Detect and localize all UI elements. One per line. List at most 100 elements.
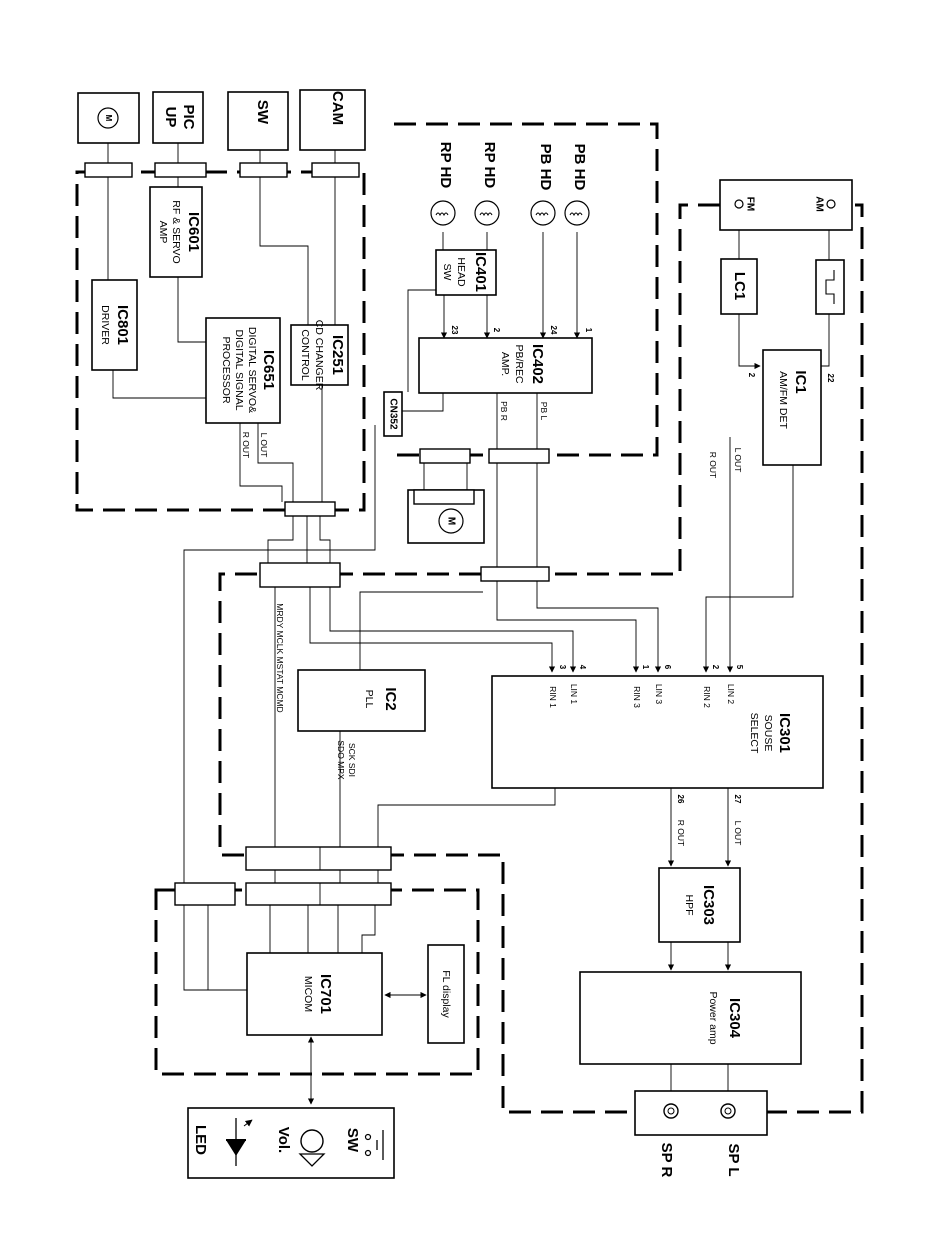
sp-r-label: SP R — [658, 1143, 675, 1178]
ic601-label: IC601 — [185, 212, 202, 252]
ic303-desc: HPF — [683, 895, 695, 916]
pin-1a: 1 — [584, 328, 593, 333]
cam-block: CAM — [299, 89, 366, 151]
motor-label: M — [104, 115, 113, 122]
led-icon — [226, 1118, 253, 1166]
ic801-block: IC801 DRIVER — [91, 279, 138, 371]
ic251-block: IC251 CD CHANGER CONTROL — [290, 320, 349, 391]
pb-hd-label-1: PB HD — [537, 144, 554, 191]
lc1-label: LC1 — [731, 272, 748, 300]
pin-3: 3 — [558, 665, 567, 670]
ic402-desc-1: PB/REC — [513, 344, 525, 384]
filter-icon — [825, 270, 835, 304]
ic801-desc: DRIVER — [99, 305, 111, 345]
pin-5: 5 — [735, 665, 744, 670]
ic651-desc-2: DIGITAL SIGNAL — [233, 329, 245, 410]
ic1-block: IC1 AM/FM DET — [762, 349, 822, 466]
ic651-r-out-label: R OUT — [241, 432, 251, 458]
ic401-desc-2: SW — [441, 264, 453, 281]
pin-2c: 2 — [711, 665, 720, 670]
pin-4: 4 — [578, 665, 587, 670]
ic402-label: IC402 — [529, 344, 546, 384]
ic301-r-out-label: R OUT — [676, 820, 686, 846]
lin1-label: LIN 1 — [569, 684, 579, 705]
motor-m-top: M — [77, 92, 140, 144]
ic251-desc-2: CONTROL — [299, 329, 311, 380]
rp-hd-label-2: RP HD — [481, 142, 498, 189]
pb-l-label: PB L — [539, 402, 549, 421]
lc1-block: LC1 — [720, 258, 758, 315]
wiring — [107, 143, 830, 1105]
ic2-label: IC2 — [382, 687, 399, 710]
pb-r-label: PB R — [499, 401, 509, 421]
panel-vol-label: Vol. — [275, 1127, 292, 1153]
rp-hd-label-1: RP HD — [437, 142, 454, 189]
ic401-desc-1: HEAD — [455, 257, 467, 287]
connectors — [84, 162, 550, 906]
cam-label: CAM — [329, 91, 346, 125]
ic651-desc-3: PROCESSOR — [220, 336, 232, 404]
ic402-block: IC402 PB/REC AMP. — [418, 337, 593, 394]
ic301-desc-2: SELECT — [748, 713, 760, 754]
rin2-label: RIN 2 — [702, 686, 712, 708]
ic251-label: IC251 — [329, 335, 346, 375]
pin-26: 26 — [676, 795, 685, 804]
rin3-label: RIN 3 — [632, 686, 642, 708]
sw-label: SW — [254, 100, 271, 125]
fm-label: FM — [744, 197, 755, 211]
pickup-label-1: PIC — [180, 104, 197, 129]
sp-l-label: SP L — [725, 1143, 742, 1176]
ic304-block: IC304 Power amp — [579, 971, 802, 1065]
pin-2b: 2 — [747, 373, 756, 378]
ic651-l-out-label: L OUT — [259, 433, 269, 458]
lin2-label: LIN 2 — [726, 684, 736, 705]
pickup-label-2: UP — [162, 107, 179, 128]
deck-motor-label: M — [445, 517, 456, 525]
pin-27: 27 — [733, 795, 742, 804]
ic2-block: IC2 PLL — [297, 669, 426, 732]
fl-display-label: FL display — [440, 970, 452, 1018]
ic301-l-out-label: L OUT — [733, 821, 743, 846]
antenna-block: FM AM — [719, 179, 853, 231]
ic304-label: IC304 — [726, 998, 743, 1039]
ic701-block: IC701 MICOM — [246, 952, 383, 1036]
cd-section-outline — [75, 170, 366, 512]
ic601-block: IC601 RF & SERVO AMP — [149, 186, 203, 278]
deck-section-outline — [394, 122, 659, 457]
fl-display-block: FL display — [427, 944, 465, 1044]
ic301-desc-1: SOUSE — [762, 715, 774, 752]
heads: RP HD RP HD PB HD PB HD — [430, 142, 590, 226]
speaker-block: SP L SP R — [634, 1090, 768, 1178]
am-filter-block — [815, 259, 845, 315]
ic601-desc-1: RF & SERVO — [170, 200, 182, 263]
pb-hd-label-2: PB HD — [571, 144, 588, 191]
ic301-label: IC301 — [776, 713, 793, 753]
panel-led-label: LED — [192, 1125, 209, 1155]
ic1-desc: AM/FM DET — [777, 371, 789, 429]
ic2-desc: PLL — [363, 690, 375, 709]
sw-block: SW — [227, 91, 289, 151]
pin-1b: 1 — [641, 665, 650, 670]
ic651-block: IC651 DIGITAL SERVO& DIGITAL SIGNAL PROC… — [205, 317, 281, 424]
ic1-label: IC1 — [792, 370, 809, 393]
pll-bus-label-2: SDO MPX — [336, 740, 346, 780]
pin-6: 6 — [663, 665, 672, 670]
cn352-label: CN352 — [387, 398, 398, 430]
ic402-desc-2: AMP. — [499, 352, 511, 376]
panel-sw-label: SW — [344, 1128, 361, 1153]
pin-24: 24 — [549, 326, 558, 335]
ic401-block: IC401 HEAD SW — [435, 249, 497, 296]
pickup-block: PIC UP — [152, 91, 204, 144]
volume-speaker-icon — [298, 1129, 326, 1167]
ic304-desc: Power amp — [707, 991, 719, 1044]
ic251-desc-1: CD CHANGER — [313, 320, 325, 391]
ic701-label: IC701 — [317, 974, 334, 1014]
ic651-desc-1: DIGITAL SERVO& — [246, 327, 258, 413]
pin-22: 22 — [826, 374, 835, 383]
micom-bus-label: MRDY MCLK MSTAT MCMD — [275, 603, 285, 712]
deck-motor-block: M — [407, 489, 485, 544]
ic303-block: IC303 HPF — [658, 867, 741, 943]
lin3-label: LIN 3 — [654, 684, 664, 705]
ic401-label: IC401 — [472, 252, 489, 292]
